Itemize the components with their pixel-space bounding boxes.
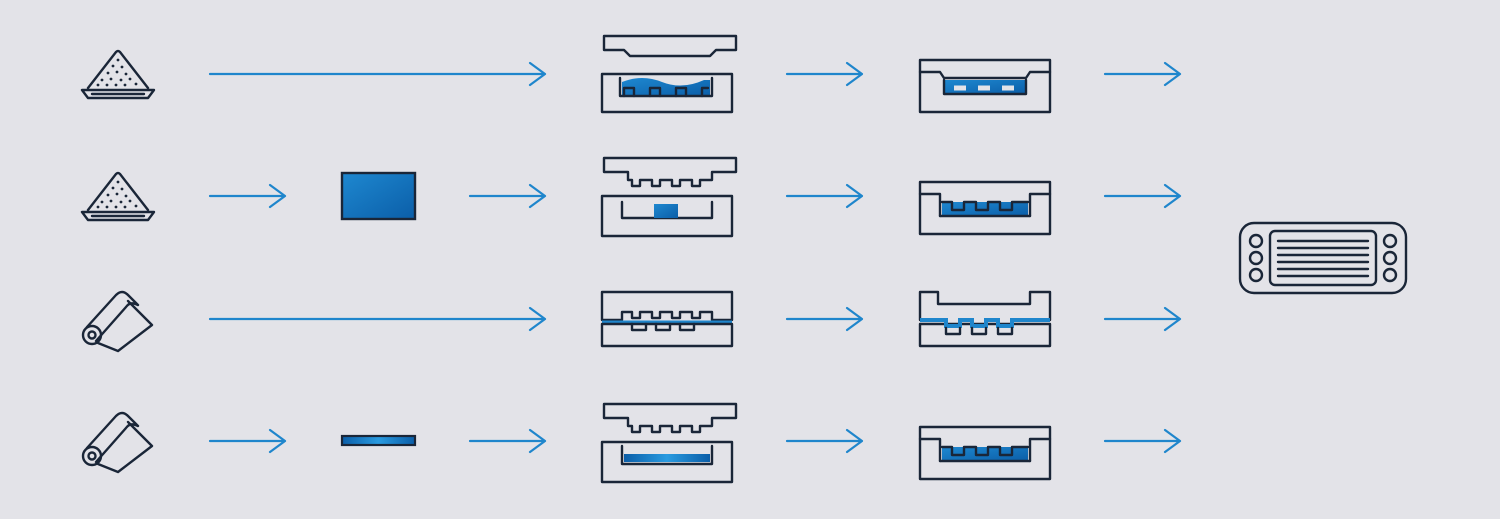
preform-sheet-icon: [340, 434, 417, 447]
powder-icon: [80, 171, 156, 222]
arrow-short: [1103, 183, 1182, 209]
arrow-short: [1103, 306, 1182, 332]
preform-block-icon: [340, 171, 417, 221]
powder-icon: [80, 49, 156, 100]
film-roll-icon: [81, 290, 154, 353]
arrow-short: [785, 306, 864, 332]
arrow-short: [785, 183, 864, 209]
arrow-short: [1103, 61, 1182, 87]
press-powder-liquid-icon: [600, 34, 738, 114]
arrow-short: [1103, 428, 1182, 454]
press-film-closed-icon: [600, 290, 734, 348]
press-sheet-charge-icon: [600, 402, 738, 484]
row-1: [80, 34, 1182, 114]
arrow-long: [208, 61, 547, 87]
arrow-short: [208, 428, 287, 454]
row-2: [80, 156, 1182, 238]
film-roll-icon: [81, 411, 154, 474]
arrow-short: [468, 183, 547, 209]
arrow-short: [468, 428, 547, 454]
row-3: [81, 290, 1182, 353]
arrow-long: [208, 306, 547, 332]
molded-part-icon: [918, 180, 1052, 236]
press-block-charge-icon: [600, 156, 738, 238]
arrow-short: [785, 61, 864, 87]
row-4: [81, 402, 1182, 484]
molded-part-icon: [918, 58, 1052, 114]
arrow-short: [785, 428, 864, 454]
arrow-short: [208, 183, 287, 209]
film-formed-part-icon: [918, 290, 1052, 348]
molded-part-icon: [918, 425, 1052, 481]
finished-plate-icon: [1238, 221, 1408, 295]
